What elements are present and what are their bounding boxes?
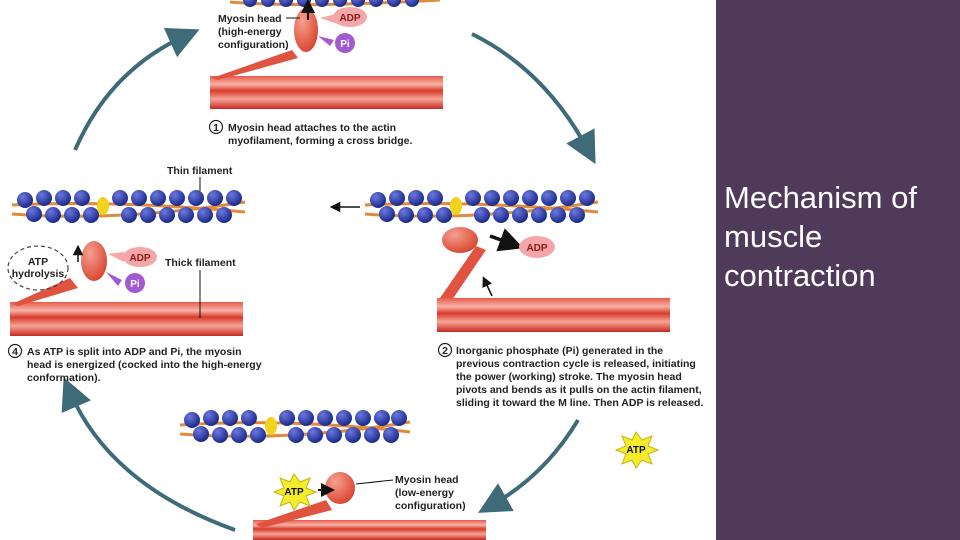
svg-text:configuration): configuration) (395, 500, 466, 512)
svg-text:ATP: ATP (28, 256, 48, 268)
adp-badge-left (123, 247, 157, 267)
slide-title: Mechanism of muscle contraction (724, 180, 917, 293)
thick-filament-top (210, 76, 443, 109)
title-panel: Mechanism of muscle contraction (716, 0, 960, 540)
svg-text:(high-energy: (high-energy (218, 26, 282, 38)
svg-text:hydrolysis: hydrolysis (12, 268, 65, 280)
thin-filament-right (364, 190, 599, 223)
thick-filament-left (10, 302, 243, 336)
myosin-head-left (81, 241, 107, 281)
svg-text:Pi: Pi (340, 39, 350, 50)
thick-filament-bottom (253, 520, 486, 540)
svg-text:the power (working) stroke. Th: the power (working) stroke. The myosin h… (456, 371, 682, 383)
myosin-head-right (442, 227, 478, 253)
step1-caption: 1 Myosin head attaches to the actin myof… (208, 119, 412, 147)
top-panel: ADP Pi Myosin head (high-energy configur… (210, 0, 443, 109)
left-panel: Thin filament (7, 165, 246, 336)
adp-badge-top (333, 7, 367, 27)
step4-caption: 4 As ATP is split into ADP and Pi, the m… (7, 343, 262, 384)
svg-text:1: 1 (213, 122, 219, 134)
svg-text:ATP: ATP (284, 487, 304, 498)
svg-text:ADP: ADP (526, 243, 547, 254)
atp-hydrolysis-bubble (7, 245, 69, 291)
right-panel: ADP (329, 190, 670, 332)
svg-text:ATP: ATP (626, 445, 646, 456)
thin-filament-bottom (179, 410, 411, 443)
pi-badge-left (125, 273, 145, 293)
svg-text:As ATP is split into ADP and P: As ATP is split into ADP and Pi, the myo… (27, 346, 242, 358)
svg-text:myofilament, forming a cross b: myofilament, forming a cross bridge. (228, 135, 412, 147)
svg-text:Myosin head: Myosin head (395, 474, 459, 486)
svg-text:Thin filament: Thin filament (167, 165, 233, 177)
svg-text:Inorganic phosphate (Pi) gener: Inorganic phosphate (Pi) generated in th… (456, 345, 663, 357)
svg-text:Myosin head: Myosin head (218, 13, 282, 25)
myosin-neck-right (440, 246, 486, 300)
svg-text:4: 4 (12, 346, 18, 358)
cycle-arrow-4-to-1 (73, 28, 200, 151)
cycle-arrow-2-to-3 (478, 418, 580, 513)
bottom-panel: ATP Myosin head (low-energy configuratio… (179, 410, 660, 540)
cross-bridge-cycle-diagram: ADP Pi Myosin head (high-energy configur… (7, 0, 703, 540)
atp-burst-right (614, 431, 660, 469)
myosin-head-bottom (325, 472, 355, 504)
svg-text:ADP: ADP (129, 253, 150, 264)
thin-filament-left (11, 190, 246, 223)
cross-bridge-cycle-figure: ADP Pi Myosin head (high-energy configur… (7, 0, 704, 540)
svg-text:pivots and bends as it pulls o: pivots and bends as it pulls on the acti… (456, 384, 702, 396)
svg-text:configuration): configuration) (218, 39, 289, 51)
atp-burst-left (272, 473, 318, 511)
svg-text:ADP: ADP (339, 13, 360, 24)
myosin-neck-left (12, 278, 78, 306)
svg-text:head is energized (cocked into: head is energized (cocked into the high-… (27, 359, 262, 371)
myosin-neck-bottom (256, 500, 332, 528)
thick-filament-right (437, 298, 670, 332)
svg-text:previous contraction cycle is: previous contraction cycle is released, … (456, 358, 696, 370)
svg-text:Pi: Pi (130, 279, 140, 290)
svg-text:Thick filament: Thick filament (165, 257, 236, 269)
cycle-arrow-3-to-4 (61, 377, 236, 532)
pi-badge-top (335, 33, 355, 53)
step2-caption: 2 Inorganic phosphate (Pi) generated in … (437, 342, 703, 409)
adp-badge-right (519, 236, 555, 258)
myosin-head-top (294, 8, 318, 52)
svg-text:2: 2 (442, 345, 448, 357)
svg-text:conformation).: conformation). (27, 372, 101, 384)
svg-text:sliding it toward the M line.: sliding it toward the M line. Then ADP i… (456, 397, 703, 409)
svg-text:(low-energy: (low-energy (395, 487, 454, 499)
thin-filament-top (229, 0, 441, 7)
myosin-neck-top (212, 50, 298, 80)
svg-text:Myosin head attaches to the ac: Myosin head attaches to the actin (228, 122, 396, 134)
cycle-arrow-1-to-2 (471, 32, 596, 165)
